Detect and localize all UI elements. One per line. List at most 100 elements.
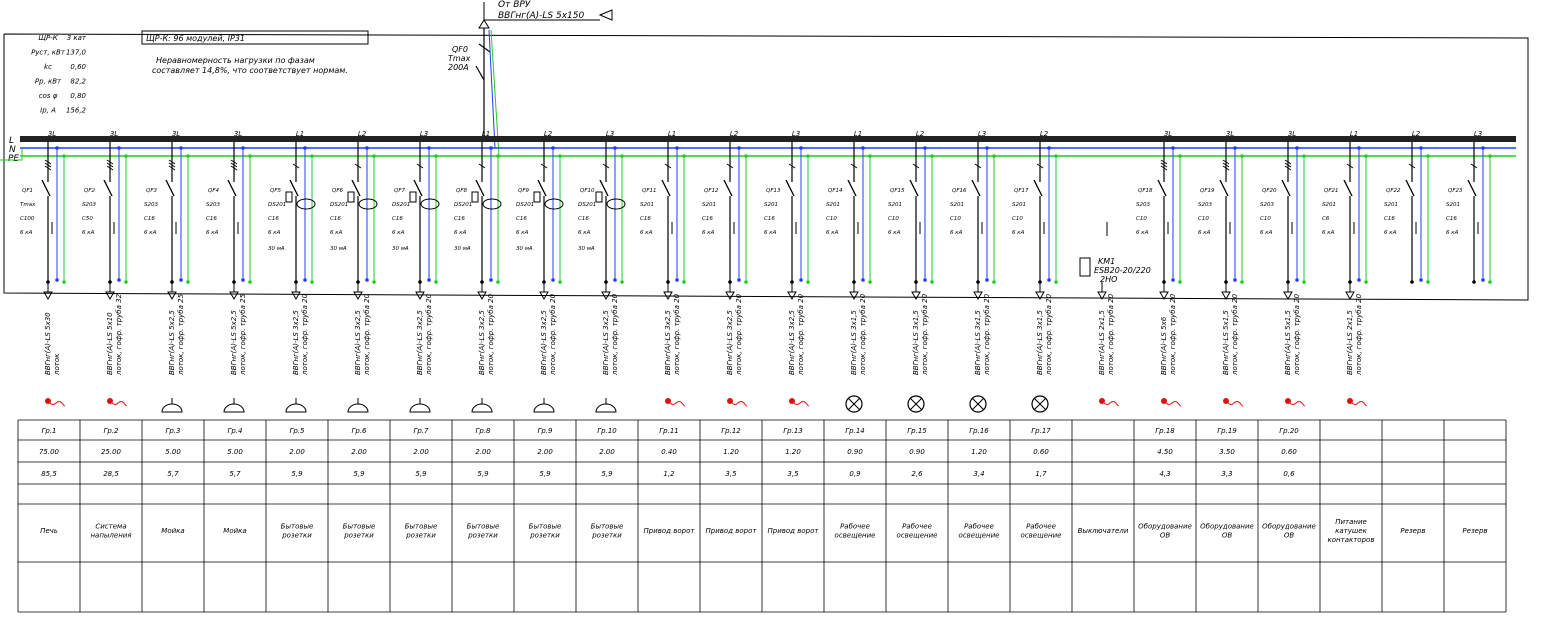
pole-mark: [1284, 159, 1292, 165]
cable-route: лоток, гофр. труба 20: [1107, 293, 1115, 376]
heater-icon: [1347, 398, 1353, 404]
feeder-arrow: [105, 291, 115, 301]
breaker-contact: [537, 179, 547, 197]
breaker-name: QF12: [704, 188, 719, 194]
pole-mark: [850, 163, 858, 169]
out-terminal-n: [985, 278, 989, 282]
breaker-contact: [661, 179, 671, 197]
group-current: 3,5: [725, 470, 737, 478]
breaker-type: S201: [888, 202, 902, 208]
pole-mark: [1346, 163, 1354, 169]
heater-icon: [727, 398, 733, 404]
group-current: 28,5: [103, 470, 119, 478]
group-current: 5,9: [353, 470, 365, 478]
cable-mark: ВВГнг(А)-LS 3x2,5: [726, 310, 734, 375]
feeder-arrow: [725, 291, 735, 301]
group-number: Гр.18: [1155, 427, 1175, 435]
group-current: 5,9: [601, 470, 613, 478]
heater-wave: [1289, 401, 1306, 407]
cable-route: лоток, гофр. труба 25: [239, 293, 247, 376]
breaker-name: QF19: [1200, 188, 1215, 194]
group-number: Гр.10: [597, 427, 617, 435]
pole-mark: [44, 162, 52, 168]
out-terminal-n: [737, 278, 741, 282]
group-power: 0.60: [1033, 448, 1049, 456]
breaker-name: QF16: [952, 188, 967, 194]
breaker-ik: 6 кА: [516, 230, 529, 236]
rcd-toroid: [296, 198, 316, 210]
breaker-contact: [1033, 179, 1043, 197]
out-terminal-n: [1295, 278, 1299, 282]
breaker-ik: 6 кА: [82, 230, 95, 236]
out-terminal-n: [1171, 278, 1175, 282]
breaker-curve: C6: [1322, 216, 1330, 222]
breaker-type: S201: [1384, 202, 1398, 208]
breaker-type: S201: [1446, 202, 1460, 208]
breaker-ik: 6 кА: [950, 230, 963, 236]
breaker-name: QF13: [766, 188, 781, 194]
circuit-phase: L1: [1350, 130, 1358, 138]
table-column: Резерв: [1462, 527, 1487, 535]
out-terminal-n: [489, 278, 493, 282]
cable-route: лоток, гофр. труба 20: [549, 293, 557, 376]
breaker-curve: C100: [20, 216, 35, 222]
cable-route: лоток, гофр. труба 20: [1045, 293, 1053, 376]
qf0-name: QF0: [452, 45, 468, 54]
group-power: 0.90: [909, 448, 925, 456]
cable-mark: ВВГнг(А)-LS 5x10: [106, 312, 114, 375]
breaker-type: S203: [206, 202, 220, 208]
breaker-name: QF1: [22, 188, 33, 194]
breaker-type: S201: [1012, 202, 1026, 208]
breaker-name: QF20: [1262, 188, 1277, 194]
breaker-contact: [413, 179, 423, 197]
breaker-contact: [227, 179, 237, 197]
group-description: Привод ворот: [644, 527, 696, 535]
out-terminal-pe: [558, 280, 562, 284]
breaker-curve: C10: [826, 216, 837, 222]
feeder-arrow: [1159, 291, 1169, 301]
cable-route: лоток, гофр. труба 25: [177, 293, 185, 376]
cable-route: лоток, гофр. труба 20: [1231, 293, 1239, 376]
feeder-arrow: [911, 291, 921, 301]
param-value: 0,60: [70, 63, 86, 71]
feeder-arrow: [229, 291, 239, 301]
breaker-ik: 6 кА: [206, 230, 219, 236]
lamp-icon: [1031, 395, 1049, 413]
lamp-cross: [972, 398, 984, 410]
panel-outline: [3, 33, 1529, 301]
breaker-type: S201: [826, 202, 840, 208]
group-current: 5,9: [291, 470, 303, 478]
breaker-name: QF10: [580, 188, 595, 194]
breaker-name: QF6: [332, 188, 343, 194]
feeder-arrow: [1283, 291, 1293, 301]
breaker-ik: 6 кА: [268, 230, 281, 236]
feeder-arrow: [43, 291, 53, 301]
cable-mark: ВВГнг(А)-LS 5x2,5: [230, 310, 238, 375]
breaker-curve: C16: [206, 216, 217, 222]
breaker-curve: C16: [1384, 216, 1395, 222]
circuit-phase: 3L: [110, 130, 118, 138]
group-current: 1,2: [663, 470, 675, 478]
out-terminal-n: [179, 278, 183, 282]
km1-name: KM1: [1098, 257, 1115, 266]
breaker-name: QF8: [456, 188, 467, 194]
breaker-curve: C10: [1136, 216, 1147, 222]
lamp-icon: [907, 395, 925, 413]
group-power: 0.60: [1281, 448, 1297, 456]
breaker-curve: C10: [1260, 216, 1271, 222]
breaker-type: S201: [1322, 202, 1336, 208]
breaker-type: S203: [1260, 202, 1274, 208]
group-number: Гр.8: [475, 427, 491, 435]
